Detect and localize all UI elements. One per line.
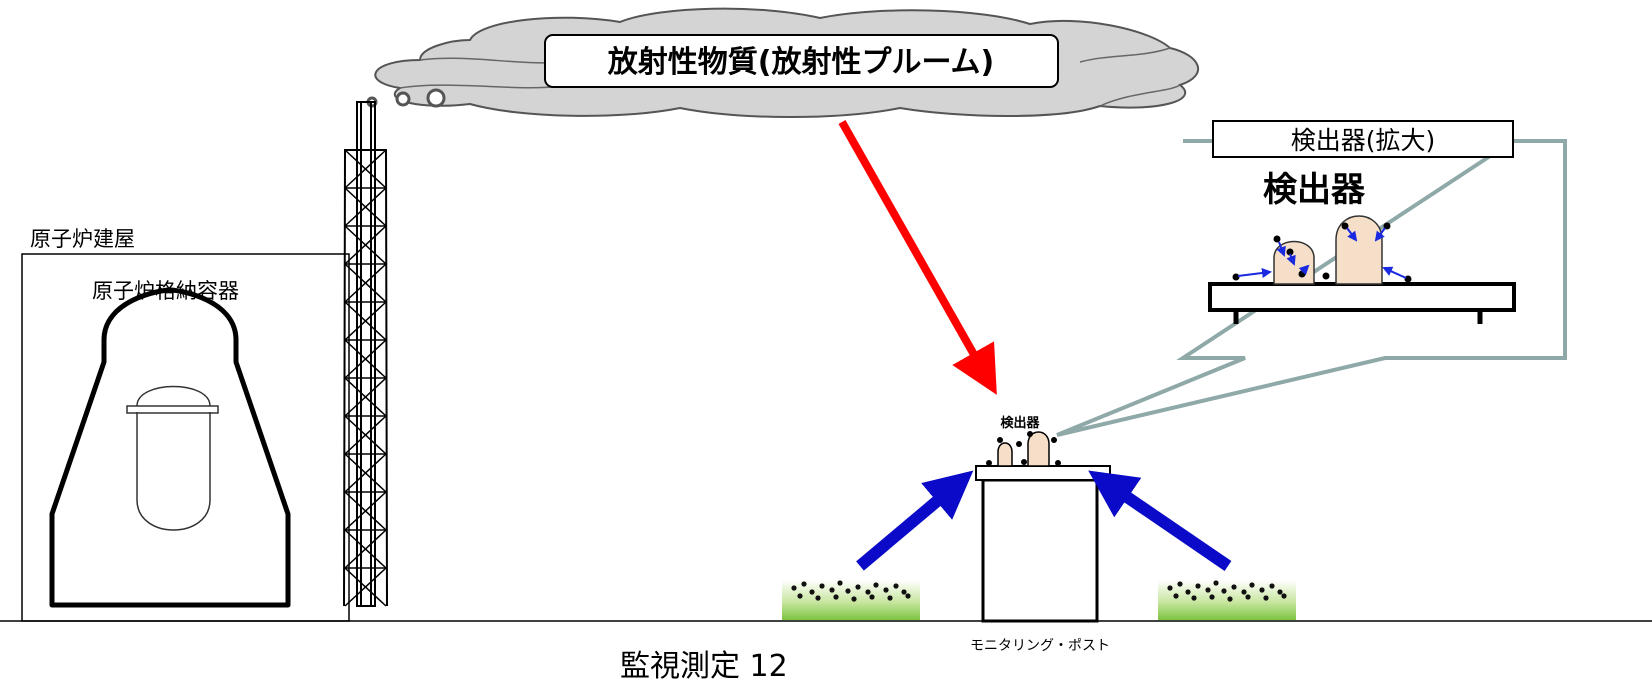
magnified-callout: 検出器(拡大) 検出器 (1056, 120, 1567, 437)
detector-label: 検出器 (1000, 415, 1040, 431)
radioactive-particle (873, 582, 879, 588)
radioactive-particle (855, 584, 861, 590)
radioactive-particle (1269, 583, 1275, 589)
stack-lattice-strut (344, 415, 387, 455)
stack-lattice-strut (344, 225, 387, 265)
containment-vessel: 原子炉格納容器 (49, 279, 291, 608)
radioactive-particle (833, 594, 839, 600)
radioactive-particle (1281, 593, 1287, 599)
ground-radiation-arrow-left (856, 470, 974, 571)
radioactive-particle (819, 583, 825, 589)
plume-label: 放射性物質(放射性プルーム) (607, 45, 995, 80)
radioactive-particle (837, 580, 843, 586)
radioactive-particle (883, 587, 889, 593)
stack-lattice-strut (344, 339, 387, 379)
radioactive-particle (1245, 594, 1251, 600)
radioactive-particle (1241, 589, 1247, 595)
radioactive-particle (809, 589, 815, 595)
radioactive-particle (1213, 580, 1219, 586)
radioactive-particle (829, 587, 835, 593)
monitoring-post-label: モニタリング・ポスト (970, 638, 1110, 654)
radioactive-particle (893, 583, 899, 589)
radioactive-particle (905, 593, 911, 599)
radioactive-particle (1259, 587, 1265, 593)
stack-lattice-strut (344, 567, 387, 607)
radioactive-particle (1231, 584, 1237, 590)
radioactive-particle (1177, 581, 1183, 587)
stack-lattice-strut (344, 187, 387, 227)
grass-patch-right (1158, 580, 1296, 620)
stack-lattice-strut (344, 263, 387, 303)
stack-lattice-strut (344, 301, 387, 341)
radioactive-particle (1195, 583, 1201, 589)
ground-radiation-arrow-right (1088, 470, 1232, 571)
monitoring-post: 検出器 モニタリング・ポスト (970, 415, 1111, 654)
caption: 監視測定 12 (620, 649, 788, 683)
radioactive-particle (845, 588, 851, 594)
magnified-header: 検出器(拡大) (1291, 126, 1436, 155)
radioactive-particle (1227, 596, 1233, 602)
radioactive-particle (869, 594, 875, 600)
exhaust-stack (343, 101, 388, 607)
plume-label-box: 放射性物質(放射性プルーム) (544, 34, 1059, 88)
stack-lattice-strut (344, 377, 387, 417)
radioactive-particle (901, 589, 907, 595)
radioactive-particle (815, 595, 821, 601)
radioactive-particle (797, 593, 803, 599)
radioactive-particle (791, 585, 797, 591)
stack-lattice-strut (344, 453, 387, 493)
radioactive-particle (801, 581, 807, 587)
stack-lattice-strut (344, 529, 387, 569)
plume-radiation-arrow (838, 120, 997, 395)
radioactive-particle (865, 589, 871, 595)
radioactive-particle (1277, 589, 1283, 595)
radioactive-particle (1167, 585, 1173, 591)
magnified-detector-label: 検出器 (1263, 170, 1366, 210)
radioactive-particle (1185, 589, 1191, 595)
reactor-building-label: 原子炉建屋 (30, 227, 135, 251)
radioactive-particle (1221, 588, 1227, 594)
stack-lattice-strut (344, 149, 387, 189)
radioactive-particle (1191, 595, 1197, 601)
radioactive-particle (1209, 594, 1215, 600)
radioactive-particle (1173, 593, 1179, 599)
grass-patch-left (782, 580, 920, 620)
radioactive-particle (1205, 587, 1211, 593)
radioactive-particle (1249, 582, 1255, 588)
radioactive-particle (887, 595, 893, 601)
radioactive-particle (1263, 595, 1269, 601)
stack-lattice-strut (344, 491, 387, 531)
radioactive-particle (851, 596, 857, 602)
